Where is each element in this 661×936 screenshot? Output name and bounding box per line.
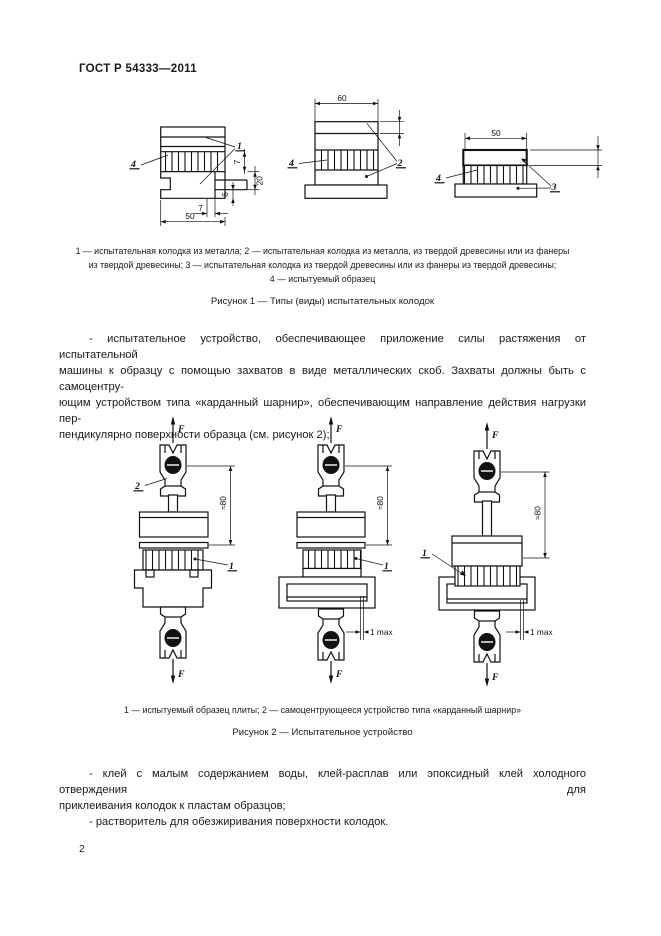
fig1-b-dim-60-value: 60 bbox=[337, 93, 347, 103]
fig2-1-label-1: 1 bbox=[193, 557, 237, 572]
fig1-a-dim-50-value: 50 bbox=[185, 211, 195, 221]
fig1-a-dim-7-bottom: 7 bbox=[194, 199, 228, 217]
fig2-1-part1-label: 1 bbox=[229, 561, 234, 572]
paragraph-glue-line1: - клей с малым содержанием воды, клей-ра… bbox=[59, 768, 586, 796]
fig1-c-dim-50-value: 50 bbox=[491, 128, 501, 138]
paragraph-device: - испытательное устройство, обеспечивающ… bbox=[59, 331, 586, 443]
fig2-3-dim-gap-value: 1 max bbox=[530, 627, 553, 637]
fig2-3-dim-height-value: ≈80 bbox=[533, 506, 543, 520]
paragraph-glue-line3: - растворитель для обезжиривания поверхн… bbox=[89, 816, 389, 828]
fig1-c-small-dims bbox=[530, 136, 602, 178]
fig2-2-force-bottom-label: F bbox=[335, 669, 343, 680]
figure2-title: Рисунок 2 — Испытательное устройство bbox=[232, 727, 413, 738]
fig1-a-dim-7-vertical: 7 bbox=[232, 149, 247, 174]
fig1-b-part4-label: 4 bbox=[288, 158, 294, 169]
figure1-caption-line1: 1 — испытательная колодка из металла; 2 … bbox=[75, 246, 570, 256]
page-number: 2 bbox=[79, 843, 85, 855]
fig2-3-dim-height: ≈80 bbox=[501, 471, 550, 559]
fig1-c-specimen-hatch bbox=[463, 165, 527, 184]
paragraph-glue: - клей с малым содержанием воды, клей-ра… bbox=[59, 766, 586, 830]
fig2-3-specimen-hatch bbox=[455, 566, 520, 586]
fig1-c-label-3: 3 bbox=[516, 158, 560, 193]
fig2-2-base-plate bbox=[278, 576, 376, 609]
figure1-caption: 1 — испытательная колодка из металла; 2 … bbox=[59, 244, 586, 286]
fig1-c-part4-label: 4 bbox=[435, 173, 441, 184]
fig1-a-label-1: 1 bbox=[199, 137, 245, 185]
fig2-3-force-top-label: F bbox=[491, 430, 499, 441]
fig1-a-dim-20-value: 20 bbox=[255, 176, 265, 186]
paragraph-device-line2: машины к образцу с помощью захватов в ви… bbox=[59, 365, 586, 393]
fig2-part2-label: 2 bbox=[134, 481, 140, 492]
fig1-a-dim-50: 50 bbox=[160, 200, 226, 226]
fig1-b-base-plate bbox=[304, 184, 388, 199]
fig2-1-block bbox=[138, 511, 209, 538]
fig2-1-dim-height: ≈80 bbox=[187, 465, 235, 546]
fig2-3-dim-gap: 1 max bbox=[506, 600, 553, 640]
paragraph-glue-line2: приклеивания колодок к пластам образцов; bbox=[59, 800, 286, 812]
fig1-a-part4-label: 4 bbox=[130, 159, 136, 170]
fig1-c-base-plate bbox=[454, 183, 538, 198]
figure1-caption-line2: из твердой древесины; 3 — испытательная … bbox=[88, 260, 557, 270]
paragraph-device-line4: пендикулярно поверхности образца (см. ри… bbox=[59, 429, 330, 441]
fig2-1-dim-height-value: ≈80 bbox=[218, 496, 228, 510]
figure2-caption: 1 — испытуемый образец плиты; 2 — самоце… bbox=[124, 705, 521, 715]
fig2-1-top-grip bbox=[159, 444, 187, 497]
fig1-c-top-slab bbox=[462, 148, 528, 167]
fig2-3-block bbox=[451, 535, 523, 567]
fig2-3-part1-label: 1 bbox=[422, 548, 427, 559]
fig1-a-label-4: 4 bbox=[129, 154, 169, 170]
fig2-2-dim-gap-value: 1 max bbox=[370, 627, 393, 637]
fig2-3-label-1: 1 bbox=[420, 548, 466, 576]
document-header: ГОСТ Р 54333—2011 bbox=[79, 63, 197, 75]
fig2-apparatus-2: F F ≈80 bbox=[278, 416, 393, 684]
fig1-c-dim-50: 50 bbox=[464, 128, 528, 150]
fig2-1-force-top-label: F bbox=[177, 424, 185, 435]
fig2-2-dim-height: ≈80 bbox=[345, 465, 392, 546]
fig2-1-label-2: 2 bbox=[133, 478, 168, 492]
fig2-1-bottom-grip bbox=[159, 606, 187, 659]
fig1-b-label-4: 4 bbox=[287, 158, 328, 169]
fig1-a-specimen-hatch bbox=[165, 151, 221, 172]
fig1-block-type-b: 60 4 bbox=[287, 93, 406, 199]
fig1-block-type-c: 50 4 3 bbox=[434, 128, 602, 198]
fig1-b-small-dims bbox=[380, 110, 404, 146]
fig1-b-specimen-hatch bbox=[318, 150, 375, 170]
fig2-apparatus-3: F F ≈80 bbox=[420, 422, 553, 687]
fig1-c-part3-label: 3 bbox=[551, 182, 557, 193]
fig1-b-label-2: 2 bbox=[365, 123, 406, 178]
fig2-2-label-1: 1 bbox=[354, 557, 392, 572]
paragraph-device-line1: - испытательное устройство, обеспечивающ… bbox=[59, 333, 586, 361]
fig2-2-bottom-grip bbox=[317, 608, 345, 661]
fig1-a-dim-20: 20 bbox=[247, 166, 265, 195]
fig1-a-part1-label: 1 bbox=[237, 141, 242, 152]
fig1-b-part2-label: 2 bbox=[397, 158, 403, 169]
fig1-block-type-a: 7 20 6 bbox=[129, 126, 265, 226]
fig2-2-block bbox=[296, 511, 366, 538]
fig2-1-lower-block bbox=[133, 569, 213, 608]
fig2-3-top-grip bbox=[473, 450, 501, 503]
fig2-1-specimen-hatch bbox=[143, 550, 203, 570]
fig1-a-dim-7v-value: 7 bbox=[232, 159, 242, 164]
fig2-1-force-bottom-label: F bbox=[177, 669, 185, 680]
fig2-3-bottom-grip bbox=[473, 610, 501, 663]
fig1-c-label-4: 4 bbox=[434, 169, 478, 184]
paragraph-device-line3: ющим устройством типа «карданный шарнир»… bbox=[59, 397, 586, 425]
fig2-apparatus-1: F F ≈80 bbox=[133, 416, 237, 684]
fig1-a-dim-6: 6 bbox=[220, 182, 235, 206]
fig1-b-dim-60: 60 bbox=[314, 93, 379, 122]
fig2-3-force-bottom-label: F bbox=[491, 672, 499, 683]
figure1-caption-line3: 4 — испытуемый образец bbox=[269, 274, 376, 284]
fig2-2-dim-gap: 1 max bbox=[346, 596, 393, 640]
fig2-2-part1-label: 1 bbox=[384, 561, 389, 572]
fig1-a-dim-7b-value: 7 bbox=[198, 203, 203, 213]
figure1-title: Рисунок 1 — Типы (виды) испытательных ко… bbox=[210, 296, 435, 307]
figure1-drawing: 7 20 6 bbox=[129, 93, 602, 226]
figure2-drawing: F F ≈80 bbox=[133, 416, 553, 687]
fig1-a-dim-6-value: 6 bbox=[220, 192, 230, 197]
fig2-2-specimen-hatch bbox=[303, 550, 361, 569]
fig2-2-dim-height-value: ≈80 bbox=[375, 496, 385, 510]
fig2-2-force-top-label: F bbox=[335, 424, 343, 435]
fig2-2-top-grip bbox=[317, 444, 345, 497]
